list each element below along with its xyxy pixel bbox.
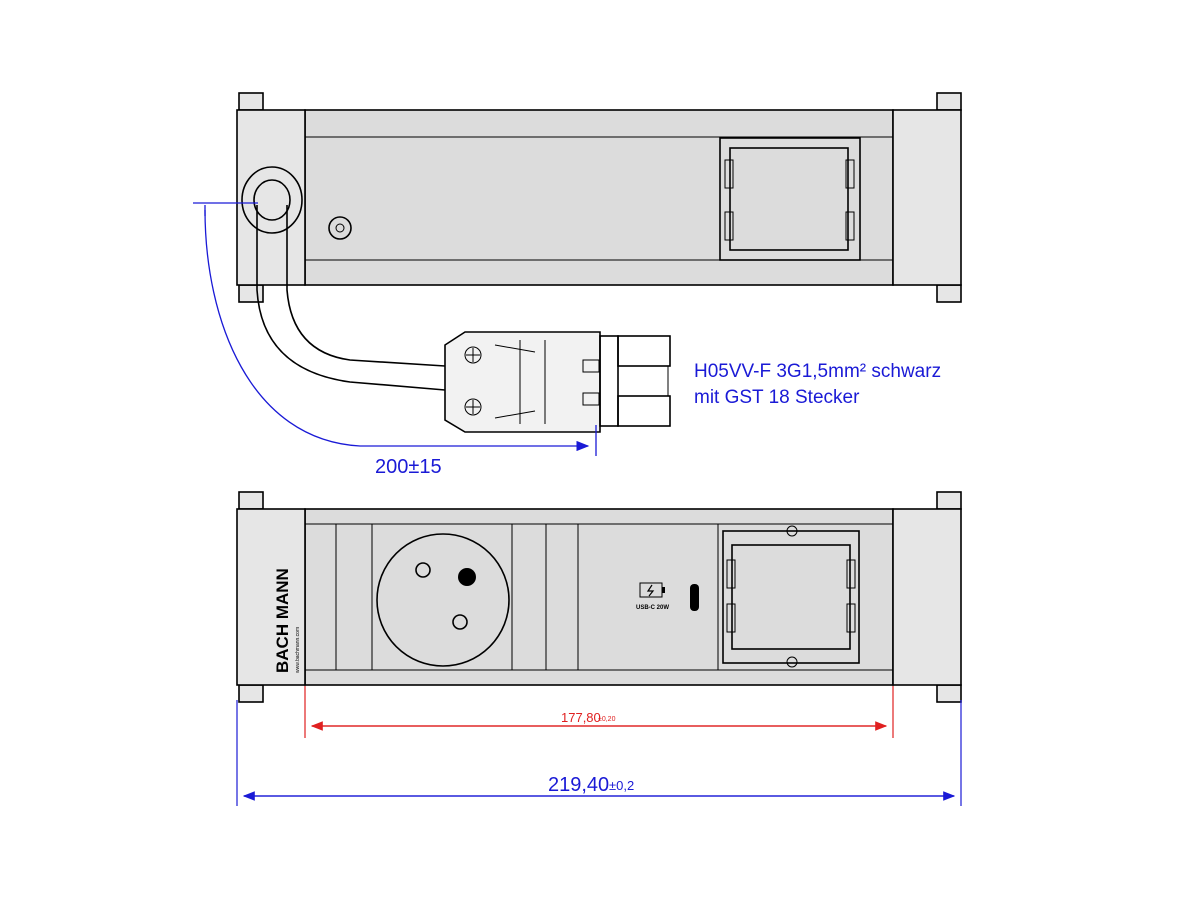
bachmann-url: www.bachmann.com: [295, 627, 301, 673]
cable-spec-line1: H05VV-F 3G1,5mm² schwarz: [694, 361, 941, 382]
cable-length-label: 200±15: [375, 456, 442, 478]
bachmann-logo: BACH MANN: [273, 568, 292, 673]
front-body: [304, 508, 894, 686]
inner-length-value: 177,80: [561, 710, 601, 725]
socket-hole-right: [452, 614, 468, 630]
top-view: [236, 92, 962, 303]
front-right-tab-lower: [936, 684, 962, 703]
overall-length-value: 219,40: [548, 774, 609, 796]
front-module-frame: [722, 530, 860, 664]
overall-length-dimension: 219,40 ±0,2: [236, 700, 962, 806]
cable-length-dimension: 200±15: [193, 202, 597, 478]
top-right-endcap: [892, 109, 962, 286]
overall-length-tolerance: ±0,2: [609, 778, 634, 793]
french-socket-outlet: [376, 533, 510, 667]
inner-length-tolerance: ±0,20: [598, 716, 616, 723]
screw-icon: [328, 216, 352, 240]
top-left-endcap: [236, 109, 306, 286]
cable-assembly: [256, 205, 671, 433]
top-left-tab-lower: [238, 284, 264, 303]
earth-pin: [458, 568, 476, 586]
front-left-tab-upper: [238, 491, 264, 510]
front-left-tab-lower: [238, 684, 264, 703]
top-body: [304, 109, 894, 286]
connector-screw-lower-icon: [464, 398, 482, 416]
socket-hole-left: [415, 562, 431, 578]
top-module-frame: [719, 137, 861, 261]
top-right-tab-lower: [936, 284, 962, 303]
front-view: USB-C 20W BACH MANN www.bachmann.com: [236, 491, 962, 703]
usb-c-port: [690, 584, 699, 611]
front-right-tab-upper: [936, 491, 962, 510]
inner-length-dimension: 177,80 ±0,20: [304, 686, 894, 738]
cable-spec-line2: mit GST 18 Stecker: [694, 387, 860, 408]
top-right-tab-upper: [936, 92, 962, 111]
connector-screw-upper-icon: [464, 346, 482, 364]
gst18-connector: [444, 331, 601, 433]
front-left-endcap: [236, 508, 306, 686]
module-screw-top-icon: [786, 525, 798, 537]
front-right-endcap: [892, 508, 962, 686]
usb-label: USB-C 20W: [636, 605, 669, 611]
top-left-tab-upper: [238, 92, 264, 111]
cable-gland: [241, 166, 303, 234]
module-screw-bottom-icon: [786, 656, 798, 668]
